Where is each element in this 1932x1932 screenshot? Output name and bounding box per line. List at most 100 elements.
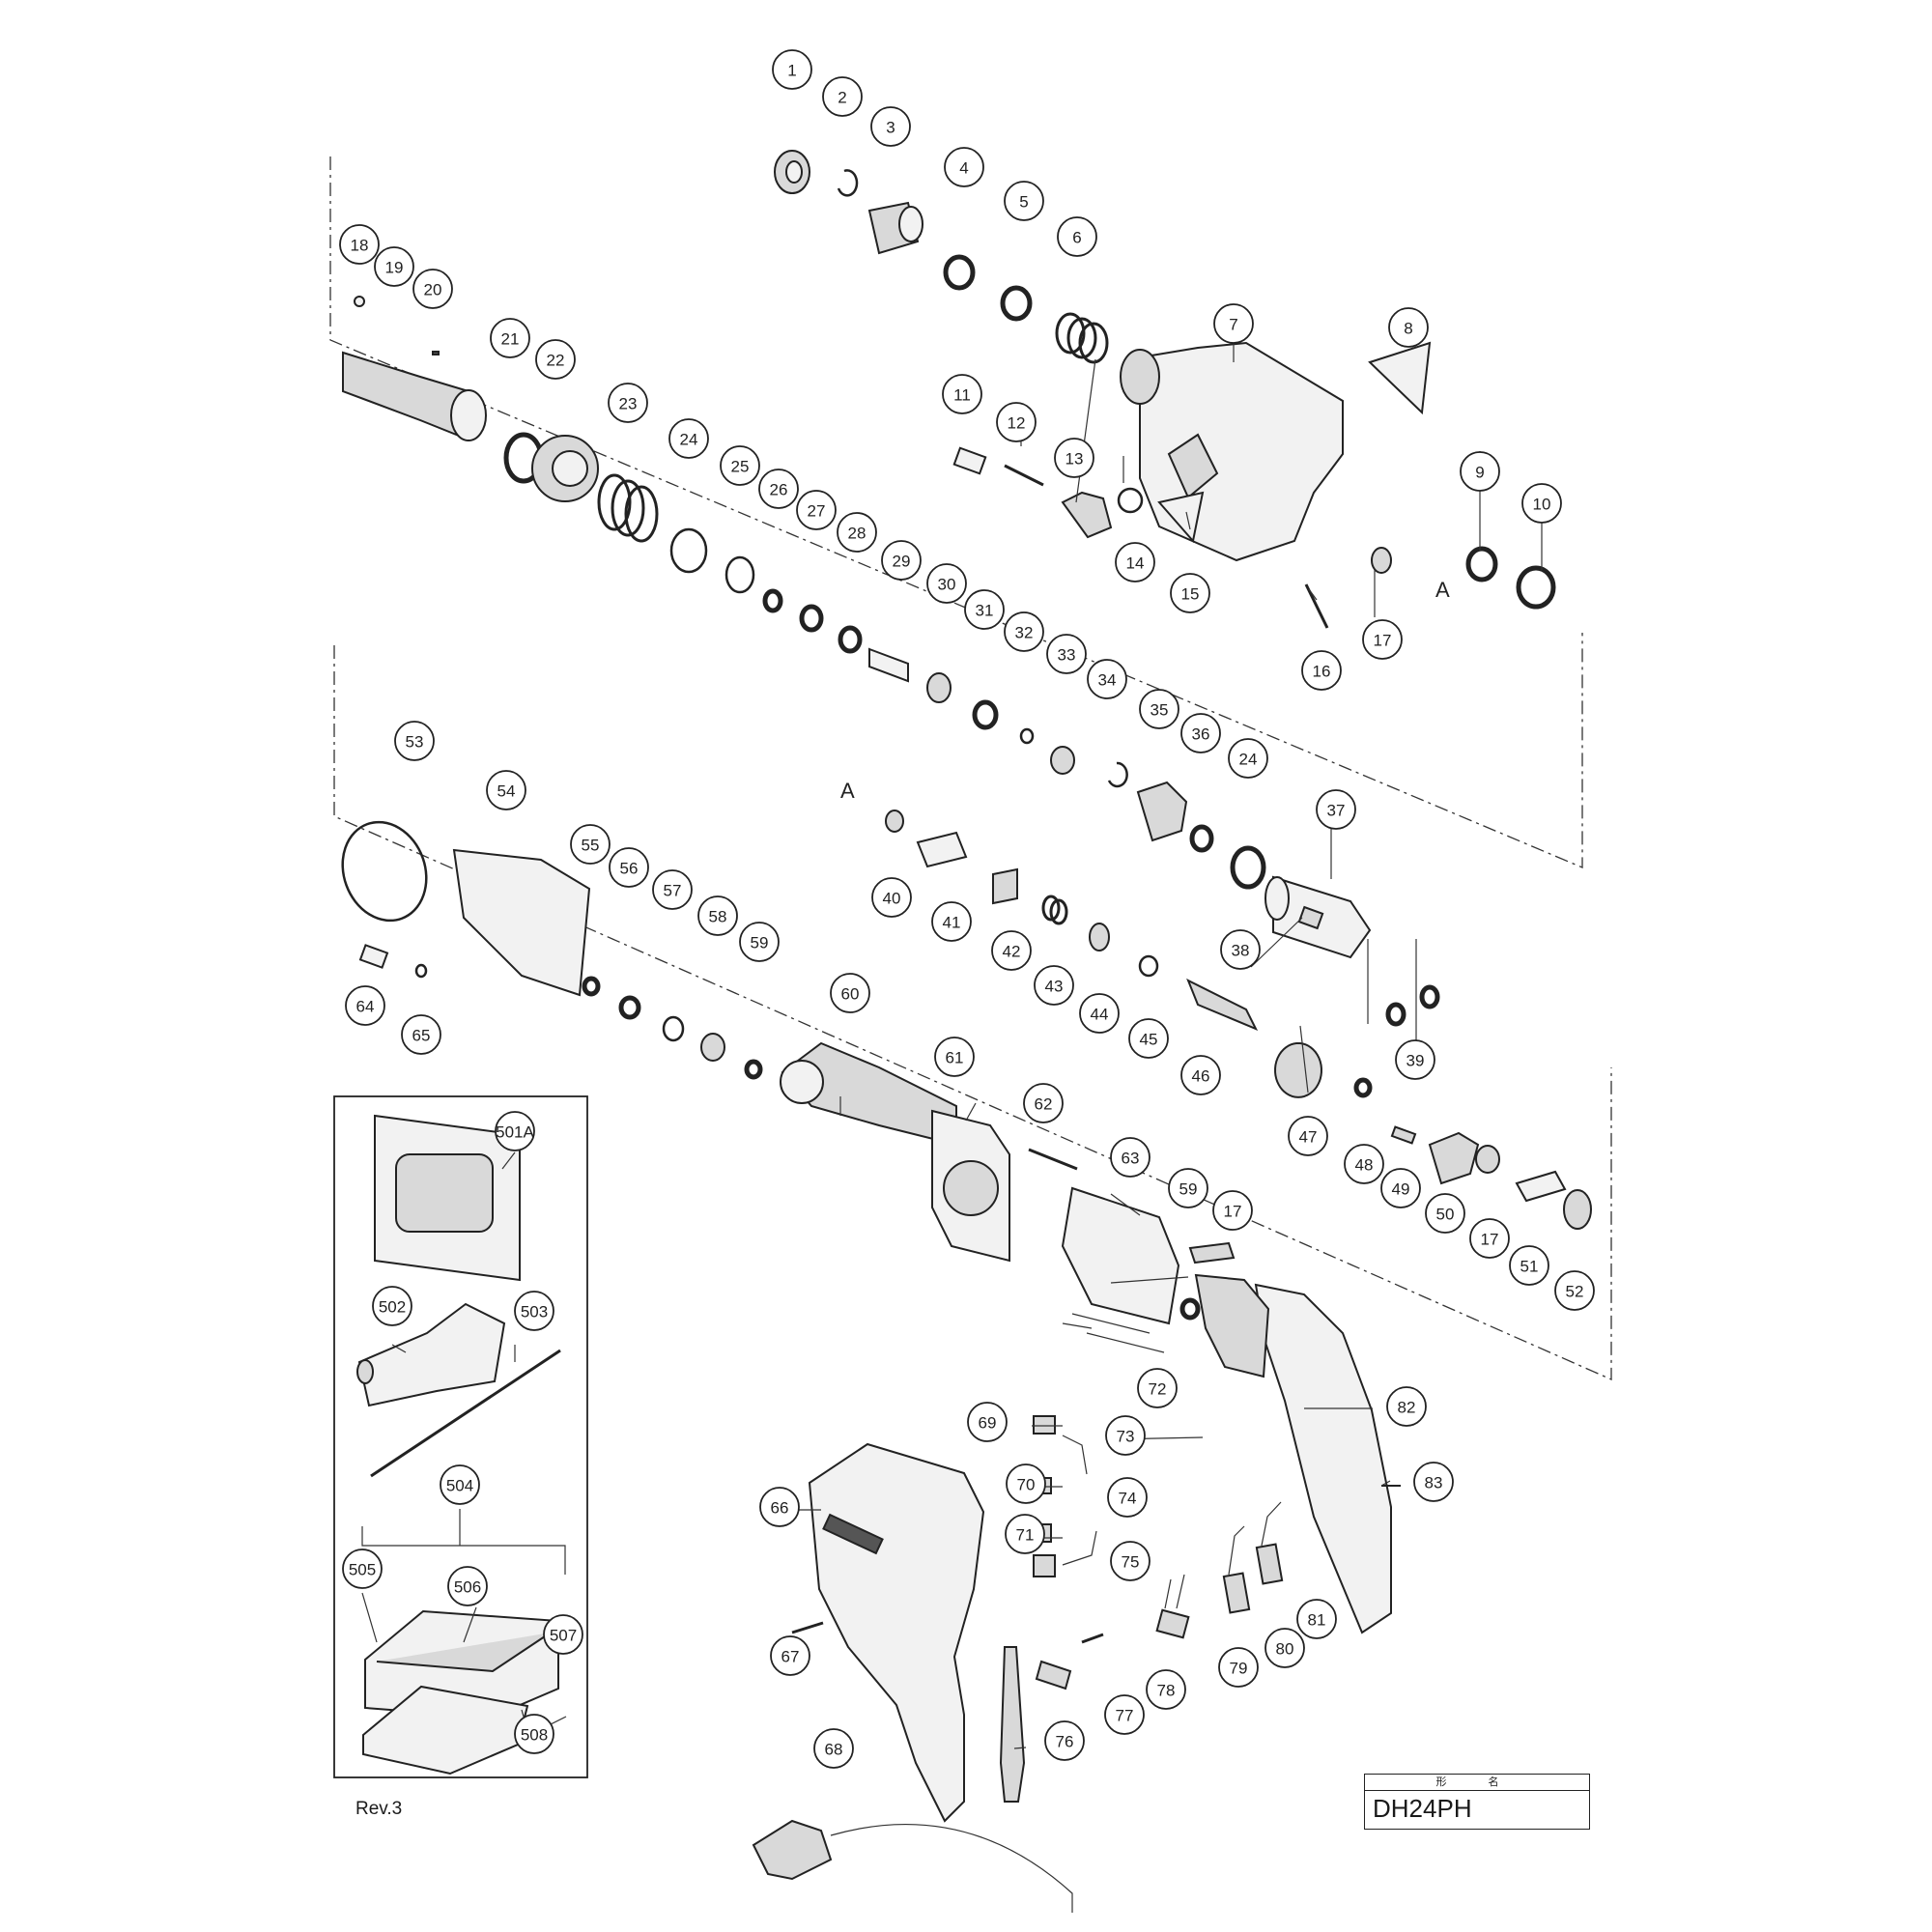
- callout-circle: [1395, 1039, 1435, 1080]
- part-callout: 42: [991, 930, 1032, 971]
- callout-number: 57: [664, 882, 682, 900]
- callout-circle: [1110, 1541, 1151, 1581]
- callout-circle: [339, 224, 380, 265]
- callout-circle: [1288, 1116, 1328, 1156]
- callout-number: 43: [1045, 978, 1064, 996]
- callout-number: 62: [1035, 1095, 1053, 1114]
- callout-number: 7: [1229, 316, 1237, 334]
- part-callout: 50: [1425, 1193, 1465, 1234]
- callout-circle: [871, 877, 912, 918]
- part-callout: 3: [870, 106, 911, 147]
- part-callout: 74: [1107, 1477, 1148, 1518]
- callout-number: 77: [1116, 1707, 1134, 1725]
- callout-number: 13: [1065, 450, 1084, 469]
- callout-number: 17: [1224, 1203, 1242, 1221]
- part-callout: 61: [934, 1037, 975, 1077]
- part-callout: 59: [739, 922, 780, 962]
- callout-number: 28: [848, 525, 867, 543]
- part-callout: 40: [871, 877, 912, 918]
- callout-circle: [1212, 1190, 1253, 1231]
- callout-number: 501A: [496, 1123, 534, 1142]
- callout-circle: [881, 540, 922, 581]
- callout-circle: [447, 1566, 488, 1606]
- part-callout: 70: [1006, 1463, 1046, 1504]
- callout-circle: [342, 1548, 383, 1589]
- part-callout: 53: [394, 721, 435, 761]
- callout-number: 70: [1017, 1476, 1036, 1494]
- callout-number: 80: [1276, 1640, 1294, 1659]
- callout-circle: [1386, 1386, 1427, 1427]
- callout-number: 33: [1058, 646, 1076, 665]
- callout-circle: [374, 246, 414, 287]
- part-callout: 45: [1128, 1018, 1169, 1059]
- callout-circle: [758, 469, 799, 509]
- callout-number: 24: [1239, 751, 1258, 769]
- callout-circle: [514, 1291, 554, 1331]
- callout-circle: [1146, 1669, 1186, 1710]
- callout-circle: [1170, 573, 1210, 613]
- callout-number: 508: [521, 1726, 548, 1745]
- part-callout: 10: [1521, 483, 1562, 524]
- callout-number: 36: [1192, 725, 1210, 744]
- callout-number: 12: [1008, 414, 1026, 433]
- callout-circle: [1180, 713, 1221, 753]
- part-callout: 56: [609, 847, 649, 888]
- part-callout: 504: [440, 1464, 480, 1505]
- section-mark-a-upper: A: [1435, 578, 1450, 602]
- callout-circle: [697, 895, 738, 936]
- callout-circle: [1316, 789, 1356, 830]
- callout-number: 29: [893, 553, 911, 571]
- callout-number: 504: [446, 1477, 473, 1495]
- callout-number: 65: [412, 1027, 431, 1045]
- callout-circle: [1425, 1193, 1465, 1234]
- callout-number: 41: [943, 914, 961, 932]
- callout-number: 10: [1533, 496, 1551, 514]
- callout-number: 74: [1119, 1490, 1137, 1508]
- part-callout: 62: [1023, 1083, 1064, 1123]
- part-callout: 18: [339, 224, 380, 265]
- callout-circle: [942, 374, 982, 414]
- callout-circle: [813, 1728, 854, 1769]
- callout-circle: [796, 490, 837, 530]
- callout-circle: [1023, 1083, 1064, 1123]
- callout-number: 83: [1425, 1474, 1443, 1492]
- callout-circle: [1460, 451, 1500, 492]
- callout-number: 58: [709, 908, 727, 926]
- part-callout: 24: [668, 418, 709, 459]
- callout-number: 24: [680, 431, 698, 449]
- callout-number: 35: [1151, 701, 1169, 720]
- callout-number: 3: [886, 119, 895, 137]
- part-callout: 72: [1137, 1368, 1178, 1408]
- callout-number: 54: [497, 782, 516, 801]
- callout-number: 69: [979, 1414, 997, 1433]
- callout-circle: [1413, 1462, 1454, 1502]
- part-callout: 505: [342, 1548, 383, 1589]
- callout-number: 67: [781, 1648, 800, 1666]
- callout-number: 507: [550, 1627, 577, 1645]
- callout-circle: [772, 49, 812, 90]
- part-callout: 83: [1413, 1462, 1454, 1502]
- part-callout: 59: [1168, 1168, 1208, 1208]
- section-mark-a-lower: A: [840, 779, 855, 803]
- part-callout: 81: [1296, 1599, 1337, 1639]
- accessory-frame: [333, 1095, 588, 1778]
- callout-circle: [543, 1614, 583, 1655]
- part-callout: 5: [1004, 181, 1044, 221]
- callout-number: 505: [349, 1561, 376, 1579]
- callout-number: 502: [379, 1298, 406, 1317]
- callout-number: 53: [406, 733, 424, 752]
- callout-circle: [926, 563, 967, 604]
- callout-circle: [1057, 216, 1097, 257]
- callout-circle: [1006, 1463, 1046, 1504]
- part-callout: 14: [1115, 542, 1155, 582]
- callout-circle: [1213, 303, 1254, 344]
- callout-number: 503: [521, 1303, 548, 1321]
- callout-number: 22: [547, 352, 565, 370]
- part-callout: 27: [796, 490, 837, 530]
- part-callout: 506: [447, 1566, 488, 1606]
- title-block-header: 形 名: [1365, 1775, 1589, 1791]
- callout-number: 68: [825, 1741, 843, 1759]
- callout-number: 51: [1520, 1258, 1539, 1276]
- callout-number: 11: [953, 386, 971, 405]
